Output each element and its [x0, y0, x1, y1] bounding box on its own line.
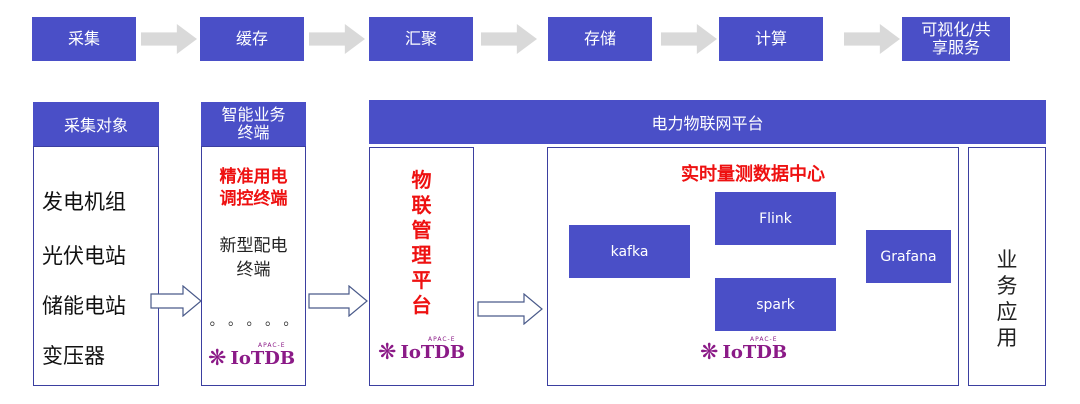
- flow-arrow: [141, 24, 197, 54]
- flow-arrow: [844, 24, 900, 54]
- step-label: 采集: [67, 29, 100, 48]
- step-label: 缓存: [235, 29, 268, 48]
- step-aggregate: 汇聚: [369, 17, 473, 61]
- iotdb-logo-icon: ❋: [700, 340, 719, 365]
- device-item: 变压器: [42, 344, 105, 368]
- iotdb-logo: ❋ IoTDB APAC-E: [700, 336, 788, 365]
- terminal-panel: [201, 146, 306, 386]
- step-storage: 存储: [548, 17, 652, 61]
- kafka-box: kafka: [569, 225, 690, 278]
- step-visualize: 可视化/共 享服务: [902, 17, 1010, 61]
- device-item: 储能电站: [42, 294, 126, 318]
- flink-box: Flink: [715, 192, 836, 245]
- terminal-header: 智能业务 终端: [201, 102, 306, 146]
- step-cache: 缓存: [200, 17, 304, 61]
- step-label: 存储: [583, 29, 616, 48]
- hollow-arrow: [477, 293, 543, 325]
- iotdb-logo-icon: ❋: [208, 346, 227, 371]
- app-title: 业 务 应 用: [996, 248, 1018, 350]
- flow-arrow: [481, 24, 537, 54]
- iotdb-logo: ❋ IoTDB APAC-E: [378, 336, 466, 365]
- grafana-box: Grafana: [866, 230, 951, 283]
- mgmt-title: 物 联 管 理 平 台: [411, 168, 432, 317]
- collect-panel: [33, 146, 159, 386]
- iotdb-logo-icon: ❋: [378, 340, 397, 365]
- hollow-arrow: [308, 285, 368, 317]
- terminal-highlight: 精准用电 调控终端: [219, 167, 288, 209]
- flow-arrow: [309, 24, 365, 54]
- step-label: 汇聚: [404, 29, 437, 48]
- step-compute: 计算: [719, 17, 823, 61]
- terminal-item: 新型配电 终端: [219, 236, 288, 280]
- spark-box: spark: [715, 278, 836, 331]
- step-label: 可视化/共 享服务: [921, 20, 991, 57]
- step-label: 计算: [754, 29, 787, 48]
- mgmt-panel: [369, 147, 474, 386]
- collect-header: 采集对象: [33, 102, 159, 146]
- step-collect: 采集: [32, 17, 136, 61]
- data-center-title: 实时量测数据中心: [681, 164, 825, 185]
- platform-header: 电力物联网平台: [369, 100, 1046, 144]
- flow-arrow: [661, 24, 717, 54]
- hollow-arrow: [150, 285, 202, 317]
- more-dots: 。 。 。 。 。: [209, 313, 298, 329]
- iotdb-logo: ❋ IoTDB APAC-E: [208, 342, 296, 371]
- device-item: 光伏电站: [42, 244, 126, 268]
- device-item: 发电机组: [42, 190, 126, 214]
- app-panel: [968, 147, 1046, 386]
